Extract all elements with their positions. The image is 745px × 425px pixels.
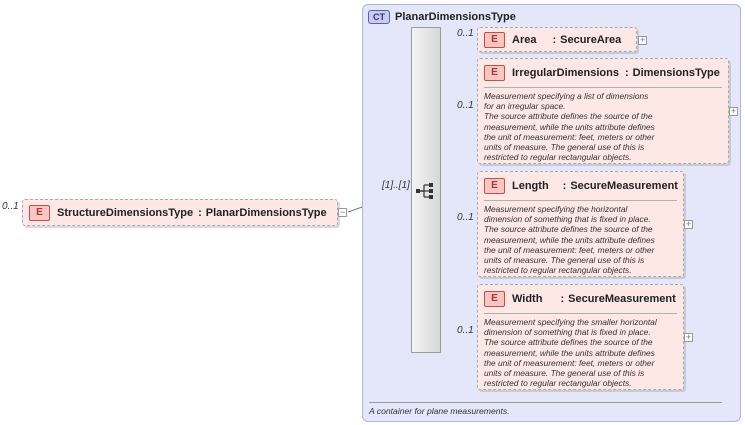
element-documentation: Measurement specifying a list of dimensi… xyxy=(484,87,722,162)
area-occurrence: 0..1 xyxy=(457,28,474,39)
type-separator: : xyxy=(562,179,567,192)
root-occurrence: 0..1 xyxy=(2,201,19,212)
element-name: StructureDimensionsType xyxy=(57,206,194,219)
sequence-compositor[interactable] xyxy=(411,27,441,353)
type-separator: : xyxy=(552,33,557,46)
element-area[interactable]: E Area : SecureArea xyxy=(477,27,637,52)
width-occurrence: 0..1 xyxy=(457,325,474,336)
collapse-toggle-icon[interactable]: − xyxy=(338,207,347,217)
expand-irregular-icon[interactable]: + xyxy=(729,106,738,116)
complex-type-badge: CT xyxy=(368,9,390,24)
element-type: PlanarDimensionsType xyxy=(205,206,327,219)
irregular-occurrence: 0..1 xyxy=(457,100,474,111)
element-badge: E xyxy=(484,64,505,81)
length-occurrence: 0..1 xyxy=(457,212,474,223)
element-type: DimensionsType xyxy=(632,66,720,79)
sequence-occurrence: [1]..[1] xyxy=(382,180,410,191)
type-separator: : xyxy=(560,292,565,305)
sequence-icon xyxy=(416,183,433,199)
element-name: Area xyxy=(512,33,537,46)
expand-length-icon[interactable]: + xyxy=(684,219,693,229)
element-name: Length xyxy=(512,179,549,192)
element-length[interactable]: E Length : SecureMeasurement Measurement… xyxy=(477,171,684,277)
complex-type-name: PlanarDimensionsType xyxy=(395,10,516,23)
complex-type-documentation: A container for plane measurements. xyxy=(369,402,722,416)
element-type: SecureMeasurement xyxy=(570,179,678,192)
element-type: SecureArea xyxy=(560,33,622,46)
element-badge: E xyxy=(484,290,505,307)
element-badge: E xyxy=(484,177,505,194)
type-separator: : xyxy=(198,206,202,219)
element-documentation: Measurement specifying the horizontal di… xyxy=(484,200,677,275)
element-documentation: Measurement specifying the smaller horiz… xyxy=(484,313,677,388)
expand-area-icon[interactable]: + xyxy=(638,35,647,45)
element-badge: E xyxy=(484,31,505,48)
element-width[interactable]: E Width : SecureMeasurement Measurement … xyxy=(477,284,684,390)
element-name: Width xyxy=(512,292,543,305)
element-type: SecureMeasurement xyxy=(568,292,676,305)
type-separator: : xyxy=(624,66,629,79)
element-name: IrregularDimensions xyxy=(512,66,619,79)
expand-width-icon[interactable]: + xyxy=(684,332,693,342)
element-irregular-dimensions[interactable]: E IrregularDimensions : DimensionsType M… xyxy=(477,58,729,164)
root-element-box[interactable]: E StructureDimensionsType : PlanarDimens… xyxy=(22,199,338,226)
element-badge: E xyxy=(29,204,50,221)
